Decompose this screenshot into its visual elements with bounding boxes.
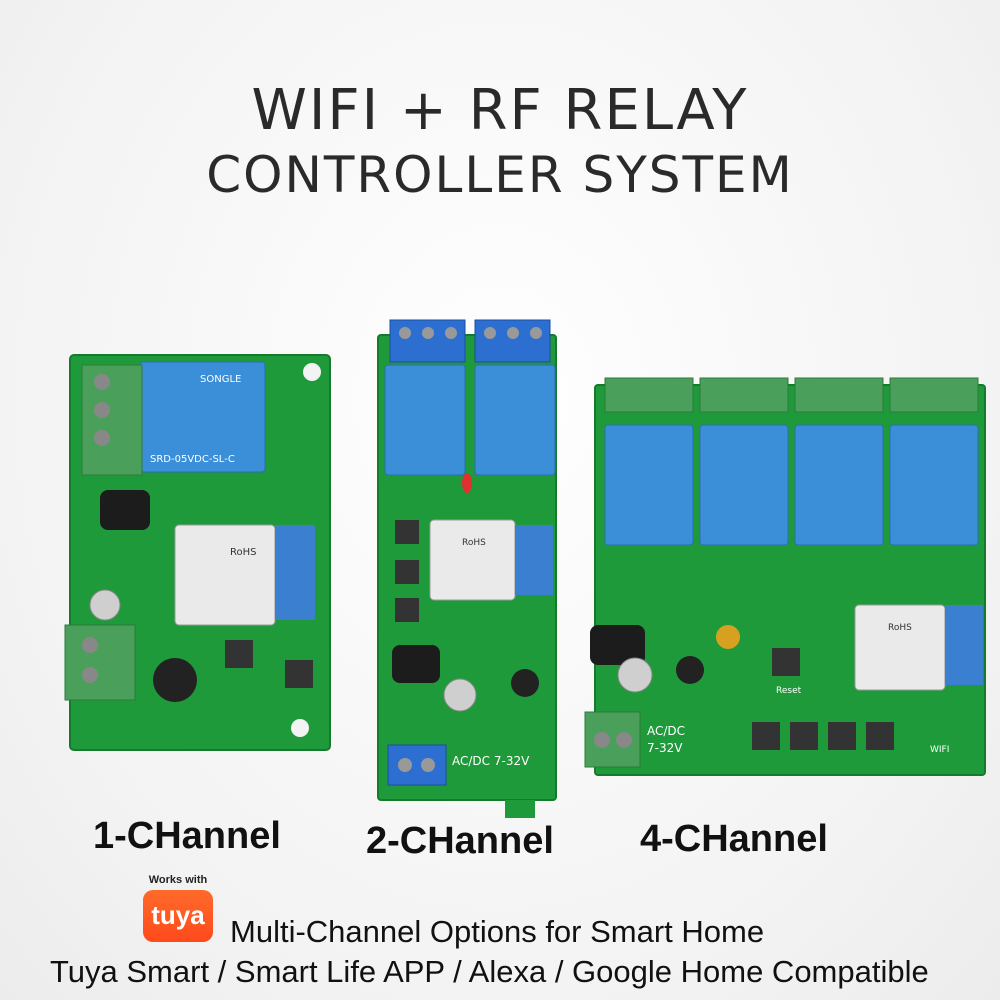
- svg-text:SONGLE: SONGLE: [200, 374, 241, 385]
- svg-text:AC/DC: AC/DC: [647, 724, 685, 738]
- title-line-1: WIFI + RF RELAY: [251, 78, 749, 143]
- svg-text:SRD-05VDC-SL-C: SRD-05VDC-SL-C: [150, 454, 235, 465]
- svg-text:WIFI: WIFI: [930, 745, 949, 755]
- footer-line-1: Multi-Channel Options for Smart Home: [230, 914, 765, 949]
- svg-text:7-32V: 7-32V: [647, 741, 683, 755]
- label-4-channel: 4-CHannel: [640, 818, 828, 860]
- svg-text:Reset: Reset: [776, 686, 802, 696]
- label-2-channel: 2-CHannel: [366, 820, 554, 862]
- works-with-text: Works with: [148, 874, 208, 886]
- tuya-badge: Works with tuya: [140, 874, 216, 942]
- svg-text:RoHS: RoHS: [888, 623, 912, 633]
- board-1-channel: SONGLE SRD-05VDC-SL-C RoHS: [64, 354, 331, 751]
- board-4-channel: RoHS Reset AC/DC 7-32V WIFI: [584, 377, 986, 776]
- tuya-logo: tuya: [143, 890, 213, 942]
- footer-line-2: Tuya Smart / Smart Life APP / Alexa / Go…: [50, 954, 929, 989]
- svg-text:AC/DC 7-32V: AC/DC 7-32V: [452, 754, 530, 768]
- label-1-channel: 1-CHannel: [93, 815, 281, 857]
- title-line-2: CONTROLLER SYSTEM: [206, 146, 794, 204]
- board-2-channel: RoHS AC/DC 7-32V: [377, 319, 557, 818]
- svg-text:RoHS: RoHS: [462, 538, 486, 548]
- svg-text:RoHS: RoHS: [230, 547, 256, 558]
